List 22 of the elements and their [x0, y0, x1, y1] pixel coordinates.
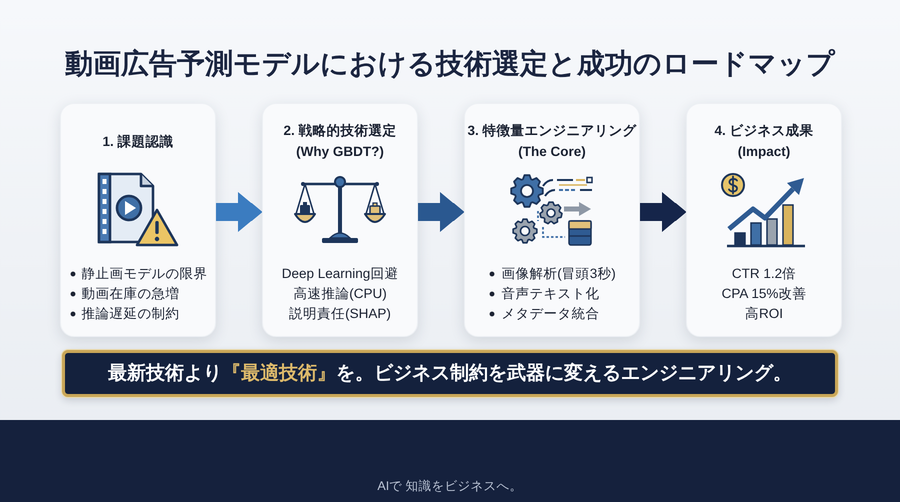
step-card: [60, 103, 216, 337]
body-text: Deep Learning回避: [282, 265, 398, 283]
body-text: 説明責任(SHAP): [289, 305, 391, 323]
body-text: CTR 1.2倍: [732, 265, 796, 283]
body-text: CPA 15%改善: [722, 285, 806, 303]
tagline: AIで 知識をビジネスへ。: [377, 478, 523, 494]
flow-arrow: [418, 192, 464, 232]
step-title: 4. ビジネス成果 (Impact): [714, 122, 814, 161]
list-item: 画像解析(冒頭3秒): [488, 264, 616, 284]
step-card: [464, 103, 640, 337]
body-text: 高ROI: [744, 305, 783, 323]
step-card: [686, 103, 842, 337]
summary-banner: [62, 350, 838, 397]
step-title: 2. 戦略的技術選定 (Why GBDT?): [282, 122, 398, 161]
summary-text: 最新技術より『最適技術』を。ビジネス制約を武器に変えるエンジニアリング。: [108, 362, 792, 386]
step-title: 1. 課題認識: [102, 132, 174, 150]
flow-arrow: [216, 192, 262, 232]
flow-arrow: [640, 192, 686, 232]
step-card: [262, 103, 418, 337]
step-title: 3. 特徴量エンジニアリング (The Core): [467, 122, 637, 161]
page-title: 動画広告予測モデルにおける技術選定と成功のロードマップ: [65, 47, 835, 81]
body-text: 高速推論(CPU): [293, 285, 387, 303]
